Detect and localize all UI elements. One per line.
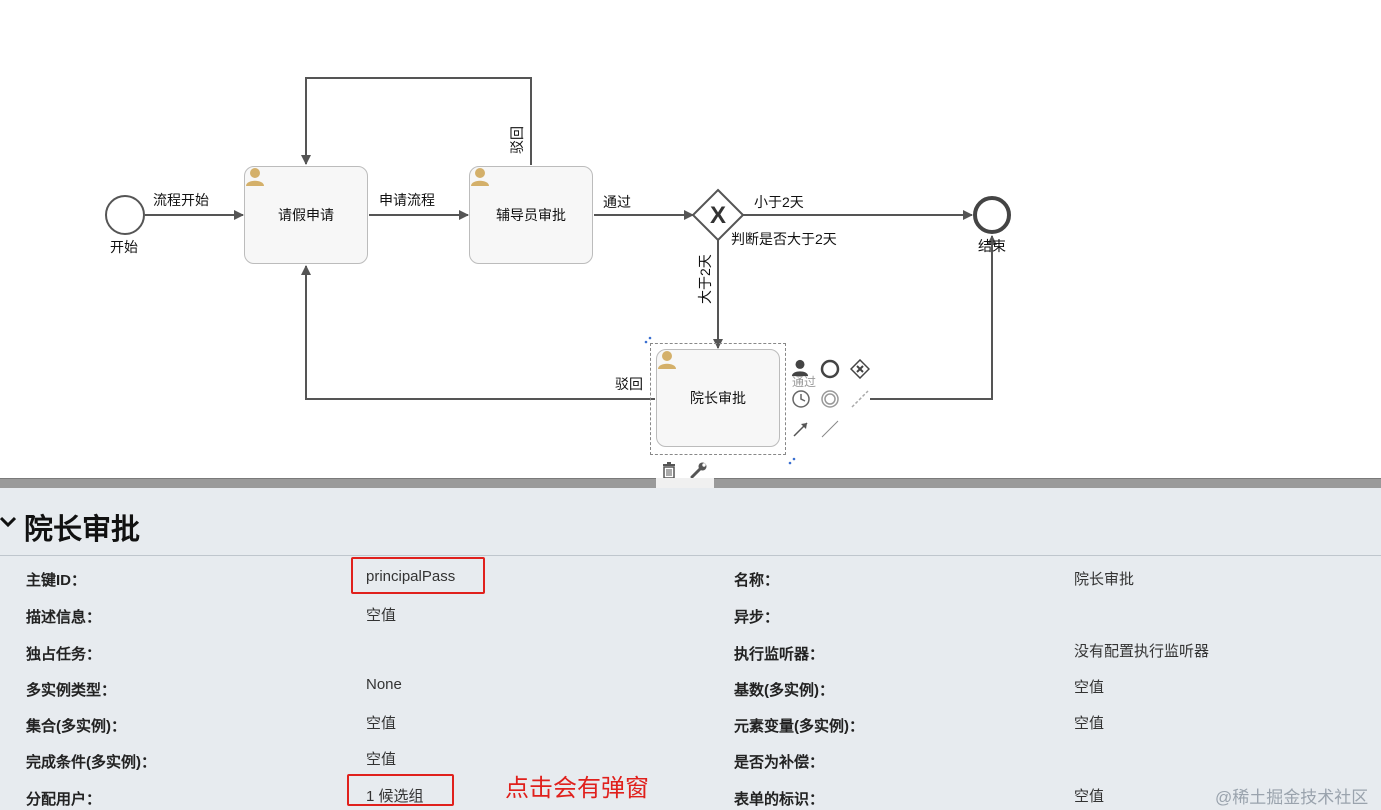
highlight-id-box <box>351 557 485 594</box>
resize-handle-icon[interactable] <box>644 336 652 344</box>
prop-label-completion-condition: 完成条件(多实例)： <box>26 754 156 771</box>
add-association-icon[interactable] <box>850 389 872 411</box>
palette-flow-hint: 通过 <box>792 375 817 389</box>
prop-label-exclusive: 独占任务： <box>26 646 102 663</box>
add-connection-line-icon[interactable] <box>820 419 842 441</box>
add-sequence-flow-icon[interactable] <box>791 419 813 441</box>
flow-less-label: 小于2天 <box>754 194 804 210</box>
properties-title: 院长审批 <box>24 514 141 546</box>
prop-label-collection: 集合(多实例)： <box>26 718 126 735</box>
task-leave-request[interactable]: 请假申请 <box>244 166 368 264</box>
prop-value-completion-condition[interactable]: 空值 <box>366 751 397 768</box>
prop-value-id[interactable]: principalPass <box>366 568 456 585</box>
add-intermediate-event-icon[interactable] <box>791 389 813 411</box>
prop-label-cardinality: 基数(多实例)： <box>734 682 834 699</box>
task-label: 辅导员审批 <box>496 207 566 223</box>
prop-label-assignment: 分配用户： <box>26 791 102 808</box>
exclusive-gateway <box>691 188 745 242</box>
prop-value-name[interactable]: 院长审批 <box>1074 571 1135 588</box>
task-label: 院长审批 <box>690 390 746 406</box>
prop-label-multi-instance-type: 多实例类型： <box>26 682 117 699</box>
gateway-label: 判断是否大于2天 <box>731 231 837 247</box>
prop-value-execution-listeners[interactable]: 没有配置执行监听器 <box>1074 643 1210 660</box>
prop-label-description: 描述信息： <box>26 609 102 626</box>
add-user-task-icon[interactable] <box>791 359 813 381</box>
prop-value-collection[interactable]: 空值 <box>366 715 397 732</box>
user-icon <box>658 351 676 369</box>
prop-label-form-key: 表单的标识： <box>734 791 825 808</box>
process-canvas[interactable]: X 开始 结束 流程开始 申请流程 通过 小于2天 判断是否大于2天 驳回 驳回… <box>0 0 1381 479</box>
prop-label-name: 名称： <box>734 572 780 589</box>
properties-panel: 院长审批 主键ID： principalPass 名称： 院长审批 描述信息： … <box>0 488 1381 810</box>
flow-pass-label: 通过 <box>603 194 631 210</box>
selection-outline <box>650 343 786 455</box>
splitter-handle[interactable] <box>656 478 714 488</box>
gateway-x-icon: X <box>710 202 726 229</box>
user-icon <box>471 168 489 186</box>
start-event <box>105 195 145 235</box>
flow-apply-label: 申请流程 <box>379 192 435 208</box>
annotation-popup-note: 点击会有弹窗 <box>505 775 649 802</box>
flow-reject-top-edge <box>301 77 532 165</box>
user-icon <box>246 168 264 186</box>
prop-value-element-variable[interactable]: 空值 <box>1074 715 1105 732</box>
prop-value-description[interactable]: 空值 <box>366 607 397 624</box>
flow-reject-top-label: 驳回 <box>509 126 525 154</box>
prop-value-cardinality[interactable]: 空值 <box>1074 679 1105 696</box>
flow-start-label: 流程开始 <box>153 192 209 208</box>
resize-handle-icon[interactable] <box>788 457 796 465</box>
chevron-down-icon[interactable] <box>0 514 16 530</box>
properties-header: 院长审批 <box>0 488 1381 556</box>
task-counselor-approval[interactable]: 辅导员审批 <box>469 166 593 264</box>
end-event <box>973 196 1011 234</box>
prop-value-form-key[interactable]: 空值 <box>1074 788 1105 805</box>
prop-label-compensation: 是否为补偿： <box>734 754 825 771</box>
task-principal-approval[interactable]: 院长审批 <box>656 349 780 447</box>
flow-connections: X <box>105 77 1011 400</box>
highlight-assignment-box <box>347 774 454 806</box>
flow-principal-end-edge <box>870 235 997 400</box>
add-end-event-icon[interactable] <box>820 359 842 381</box>
start-event-label: 开始 <box>110 239 138 255</box>
prop-value-assignment[interactable]: 1 候选组 <box>366 788 424 805</box>
prop-label-execution-listeners: 执行监听器： <box>734 646 825 663</box>
end-event-label: 结束 <box>978 238 1006 254</box>
add-gateway-icon[interactable] <box>850 359 872 381</box>
add-boundary-event-icon[interactable] <box>820 389 842 411</box>
prop-label-async: 异步： <box>734 609 780 626</box>
flow-more-label: 大于2天 <box>697 254 713 304</box>
flow-reject-bottom-edge <box>301 265 655 400</box>
prop-label-element-variable: 元素变量(多实例)： <box>734 718 864 735</box>
flow-reject-bottom-label: 驳回 <box>615 376 643 392</box>
prop-label-id: 主键ID： <box>26 572 87 589</box>
morph-wrench-icon[interactable] <box>690 461 712 483</box>
prop-value-multi-instance-type[interactable]: None <box>366 676 402 693</box>
watermark: @稀土掘金技术社区 <box>1215 788 1369 807</box>
task-label: 请假申请 <box>278 207 334 223</box>
